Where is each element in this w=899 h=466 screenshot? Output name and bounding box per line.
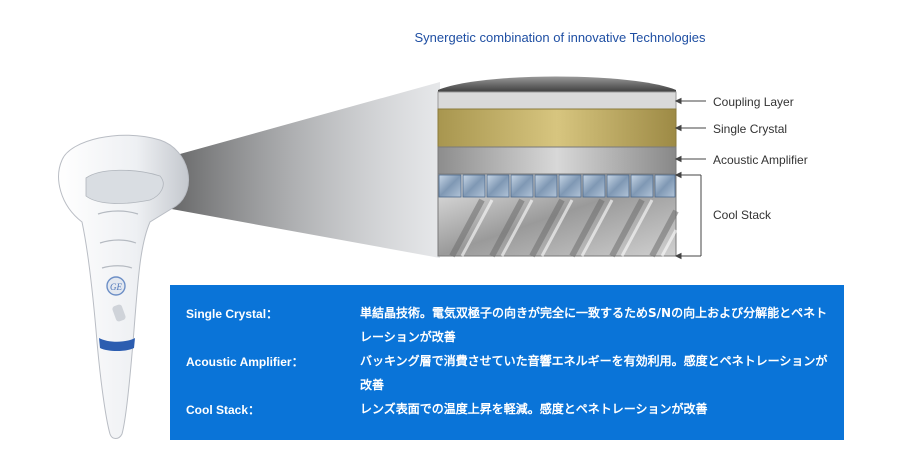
- label-coupling-layer: Coupling Layer: [713, 95, 794, 109]
- label-acoustic-amplifier: Acoustic Amplifier: [713, 153, 808, 167]
- lens-cap: [438, 76, 676, 92]
- term-single-crystal: Single Crystal：: [186, 307, 279, 321]
- desc-single-crystal: 単結晶技術。電気双極子の向きが完全に一致するためS/Nの向上および分解能とペネト…: [360, 306, 828, 344]
- label-single-crystal: Single Crystal: [713, 122, 788, 136]
- coupling-layer: [437, 91, 677, 110]
- desc-acoustic-amplifier: バッキング層で消費させていた音響エネルギーを有効利用。感度とペネトレーションが改…: [360, 354, 828, 392]
- zoom-beam: [122, 82, 440, 258]
- acoustic-amplifier-layer: [437, 146, 677, 175]
- desc-cool-stack: レンズ表面での温度上昇を軽減。感度とペネトレーションが改善: [360, 402, 708, 416]
- ge-logo: GE: [110, 282, 122, 292]
- layer-stack: [437, 76, 679, 258]
- term-cool-stack: Cool Stack：: [186, 403, 261, 417]
- cool-stack-layer: [437, 173, 679, 258]
- pointer-lines: [674, 97, 706, 260]
- single-crystal-layer: [437, 108, 677, 148]
- description-box: Single Crystal： 単結晶技術。電気双極子の向きが完全に一致するため…: [170, 285, 844, 440]
- label-cool-stack: Cool Stack: [713, 208, 772, 222]
- diagram-title: Synergetic combination of innovative Tec…: [414, 30, 706, 45]
- term-acoustic-amplifier: Acoustic Amplifier：: [186, 355, 304, 369]
- probe-illustration: GE: [58, 134, 190, 439]
